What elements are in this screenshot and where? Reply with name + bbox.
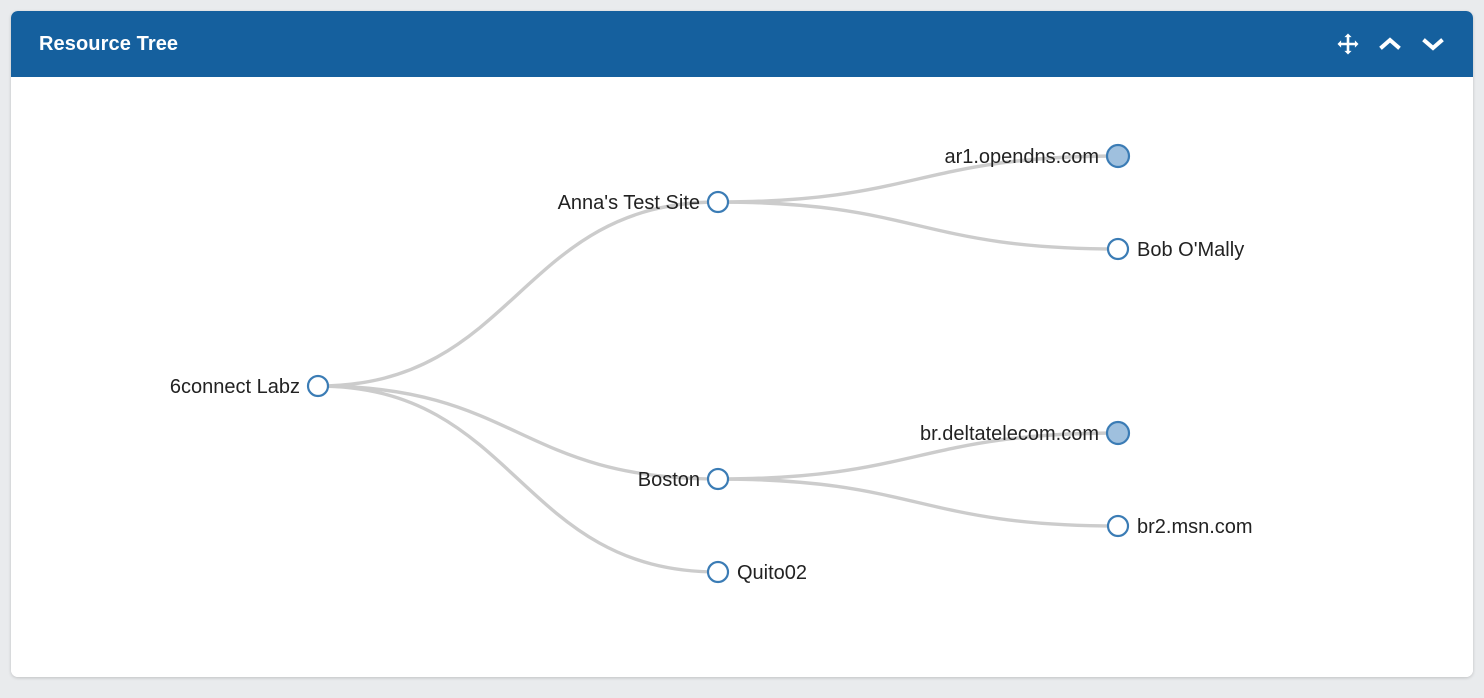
panel-header: Resource Tree bbox=[11, 11, 1473, 77]
tree-node[interactable]: ar1.opendns.com bbox=[944, 143, 1131, 169]
tree-node-label: Quito02 bbox=[737, 562, 807, 584]
tree-link bbox=[316, 384, 720, 574]
page-title: Resource Tree bbox=[39, 32, 179, 55]
tree-node-circle[interactable] bbox=[1106, 514, 1130, 538]
tree-link bbox=[716, 200, 1120, 251]
tree-link bbox=[716, 431, 1120, 481]
tree-node-label: 6connect Labz bbox=[170, 376, 300, 398]
tree-node-label: Anna's Test Site bbox=[558, 192, 700, 214]
panel-header-tools bbox=[1337, 33, 1445, 55]
tree-node-circle[interactable] bbox=[706, 467, 730, 491]
chevron-down-icon[interactable] bbox=[1421, 33, 1445, 55]
tree-links bbox=[316, 154, 1120, 574]
tree-node[interactable]: br2.msn.com bbox=[1106, 514, 1253, 538]
tree-node[interactable]: Boston bbox=[638, 467, 730, 491]
resource-tree-graph[interactable]: 6connect Labz Anna's Test Site ar1.opendns… bbox=[11, 77, 1473, 677]
tree-node[interactable]: Anna's Test Site bbox=[558, 190, 730, 214]
chevron-up-icon[interactable] bbox=[1378, 33, 1402, 55]
tree-node-circle[interactable] bbox=[706, 190, 730, 214]
tree-node-label: ar1.opendns.com bbox=[944, 146, 1099, 168]
tree-link bbox=[316, 200, 720, 388]
tree-node-circle[interactable] bbox=[706, 560, 730, 584]
tree-node-label: Boston bbox=[638, 469, 700, 491]
tree-canvas: 6connect Labz Anna's Test Site ar1.opendns… bbox=[11, 77, 1473, 677]
tree-nodes: 6connect Labz Anna's Test Site ar1.opendns… bbox=[170, 143, 1253, 584]
tree-node-circle[interactable] bbox=[1106, 237, 1130, 261]
tree-link bbox=[716, 154, 1120, 204]
tree-node[interactable]: br.deltatelecom.com bbox=[920, 420, 1131, 446]
tree-node-circle[interactable] bbox=[306, 374, 330, 398]
tree-node[interactable]: 6connect Labz bbox=[170, 374, 330, 398]
tree-node-circle[interactable] bbox=[1105, 143, 1131, 169]
tree-node-label: Bob O'Mally bbox=[1137, 239, 1244, 261]
tree-node-circle[interactable] bbox=[1105, 420, 1131, 446]
tree-node[interactable]: Bob O'Mally bbox=[1106, 237, 1244, 261]
tree-node-label: br2.msn.com bbox=[1137, 516, 1253, 538]
tree-node[interactable]: Quito02 bbox=[706, 560, 807, 584]
move-icon[interactable] bbox=[1337, 33, 1359, 55]
tree-node-label: br.deltatelecom.com bbox=[920, 423, 1099, 445]
tree-link bbox=[716, 477, 1120, 528]
tree-link bbox=[316, 384, 720, 481]
